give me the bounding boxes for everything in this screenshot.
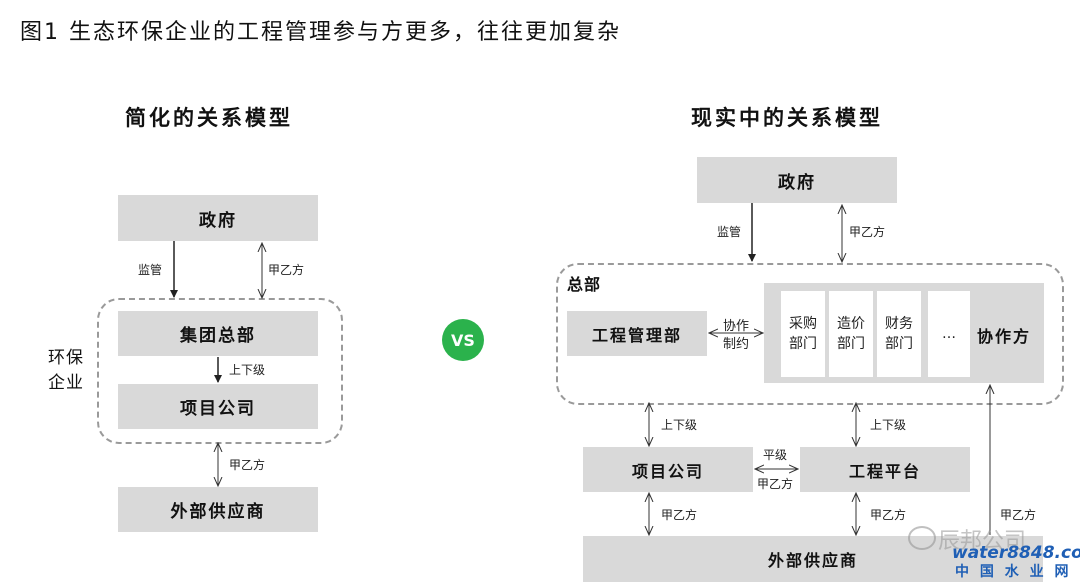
right-eng-dept-box: 工程管理部	[567, 311, 707, 356]
left-project-company-box: 项目公司	[118, 384, 318, 429]
watermark-subtitle: 中 国 水 业 网	[955, 564, 1072, 580]
left-superior-sub-label: 上下级	[229, 363, 266, 377]
right-hq-boundary	[556, 263, 1064, 405]
figure-title: 图1 生态环保企业的工程管理参与方更多，往往更加复杂	[20, 20, 621, 45]
left-party-ab-label: 甲乙方	[268, 263, 305, 277]
left-supervise-label: 监管	[138, 263, 163, 277]
left-enterprise-label: 环保 企业	[48, 348, 84, 393]
right-superior-sub-2-label: 上下级	[870, 418, 907, 432]
left-supplier-box: 外部供应商	[118, 487, 318, 532]
right-ellipsis-dept: …	[928, 291, 970, 377]
right-gov-box: 政府	[697, 157, 897, 203]
right-procure-dept: 采购 部门	[781, 291, 825, 377]
watermark-brand: water8848.com	[952, 543, 1080, 563]
right-supplier-box: 外部供应商	[583, 536, 1043, 582]
right-heading: 现实中的关系模型	[691, 106, 883, 130]
right-party-ab-left-label: 甲乙方	[661, 508, 698, 522]
right-party-ab-right-label: 甲乙方	[1000, 508, 1037, 522]
right-cost-dept: 造价 部门	[829, 291, 873, 377]
left-party-ab-2-label: 甲乙方	[229, 458, 266, 472]
right-superior-sub-1-label: 上下级	[661, 418, 698, 432]
right-party-ab-center-label: 甲乙方	[870, 508, 907, 522]
left-heading: 简化的关系模型	[125, 106, 293, 130]
vs-text: VS	[451, 330, 475, 350]
right-collaborators-label: 协作方	[977, 327, 1032, 346]
right-party-ab-mid-label: 甲乙方	[757, 477, 794, 491]
right-project-company-box: 项目公司	[583, 447, 753, 492]
watermark-overlay-text: 辰邦公司	[938, 529, 1027, 554]
vs-badge: VS	[442, 319, 484, 361]
right-platform-box: 工程平台	[800, 447, 970, 492]
right-party-ab-label: 甲乙方	[849, 225, 886, 239]
left-gov-box: 政府	[118, 195, 318, 241]
watermark-wechat-icon	[908, 526, 936, 550]
right-hq-label: 总部	[567, 275, 602, 294]
left-group-hq-box: 集团总部	[118, 311, 318, 356]
right-peer-label: 平级	[763, 448, 788, 462]
right-supervise-label: 监管	[717, 225, 742, 239]
right-finance-dept: 财务 部门	[877, 291, 921, 377]
